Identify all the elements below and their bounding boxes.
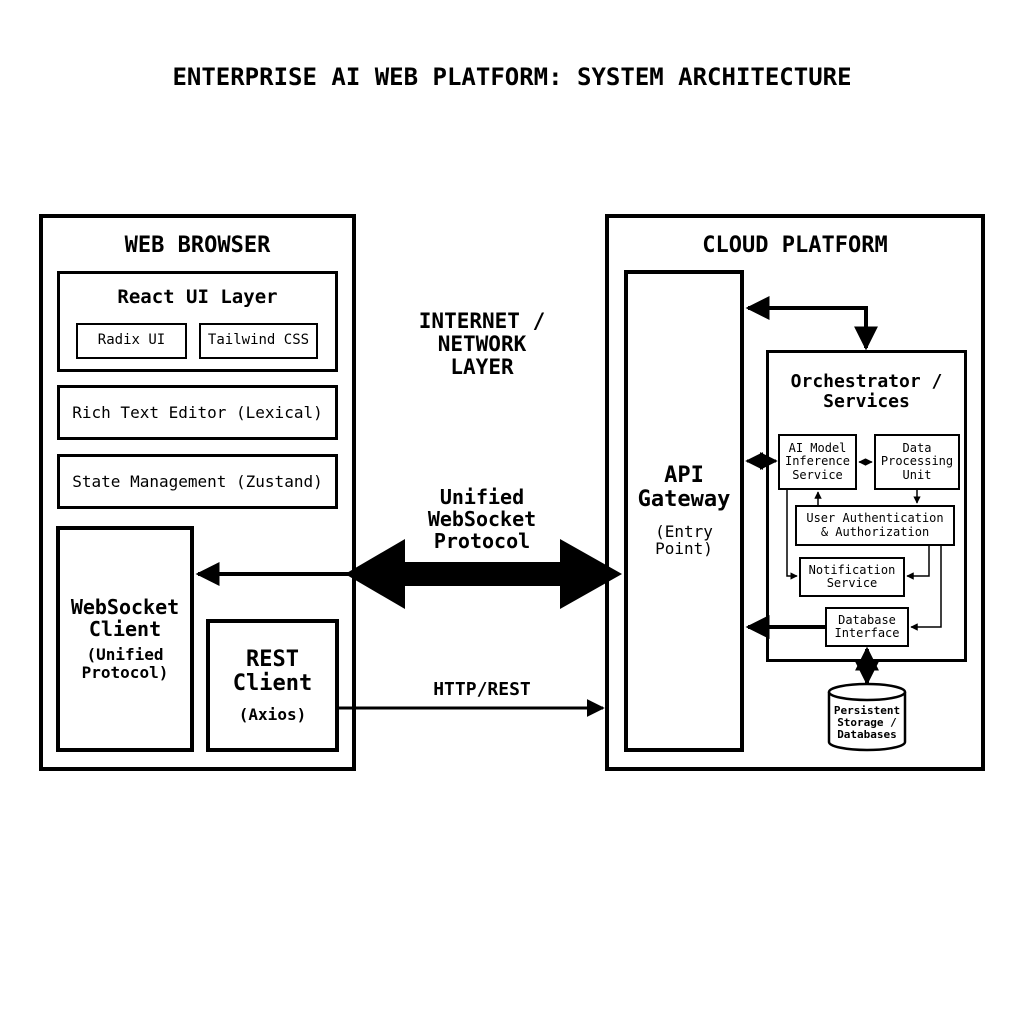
websocket-protocol-label: Unified WebSocket Protocol [427,485,537,553]
ai-model-to-notification-arrow [786,490,798,580]
tailwind-css-label: Tailwind CSS [207,332,310,349]
ai-model-inference-box: AI Model Inference Service [778,434,857,490]
react-ui-layer-label: React UI Layer [117,286,278,308]
diagram-title: ENTERPRISE AI WEB PLATFORM: SYSTEM ARCHI… [172,63,852,91]
notification-service-label: Notification Service [808,562,896,590]
database-interface-label: Database Interface [834,612,900,640]
websocket-bidirectional-arrow [345,539,622,609]
orchestrator-heading: Orchestrator / Services [790,371,943,412]
http-rest-label: HTTP/REST [433,679,531,700]
api-gateway-detail: (Entry Point) [655,521,713,559]
ai-model-inference-label: AI Model Inference Service [784,441,851,482]
api-gateway-label: API Gateway [637,463,731,513]
data-processing-box: Data Processing Unit [874,434,960,490]
gateway-orchestrator-arrow [745,296,878,351]
radix-ui-box: Radix UI [76,323,187,359]
persistent-storage-label: Persistent Storage / Databases [833,704,901,742]
rest-client-detail: (Axios) [238,704,307,724]
rest-client-box: REST Client (Axios) [206,619,339,752]
tailwind-css-box: Tailwind CSS [199,323,318,359]
network-layer-heading: INTERNET / NETWORK LAYER [418,309,546,380]
auth-to-database-interface-arrow [910,546,942,631]
api-gateway-box: API Gateway (Entry Point) [624,270,744,752]
websocket-client-detail: (Unified Protocol) [81,645,169,682]
state-management-label: State Management (Zustand) [72,471,323,491]
user-auth-box: User Authentication & Authorization [795,505,955,546]
notification-service-box: Notification Service [799,557,905,597]
rich-text-editor-box: Rich Text Editor (Lexical) [57,385,338,440]
rich-text-editor-label: Rich Text Editor (Lexical) [72,402,323,422]
web-browser-heading: WEB BROWSER [124,233,271,258]
database-interface-box: Database Interface [825,607,909,647]
radix-ui-label: Radix UI [97,332,166,349]
user-auth-label: User Authentication & Authorization [806,511,944,539]
websocket-client-box: WebSocket Client (Unified Protocol) [56,526,194,752]
websocket-client-label: WebSocket Client [70,595,180,642]
rest-client-label: REST Client [232,646,313,696]
cloud-platform-heading: CLOUD PLATFORM [702,233,888,258]
data-processing-label: Data Processing Unit [880,441,954,482]
auth-to-notification-arrow [906,546,930,580]
persistent-storage-cylinder [827,682,907,752]
state-management-box: State Management (Zustand) [57,454,338,509]
